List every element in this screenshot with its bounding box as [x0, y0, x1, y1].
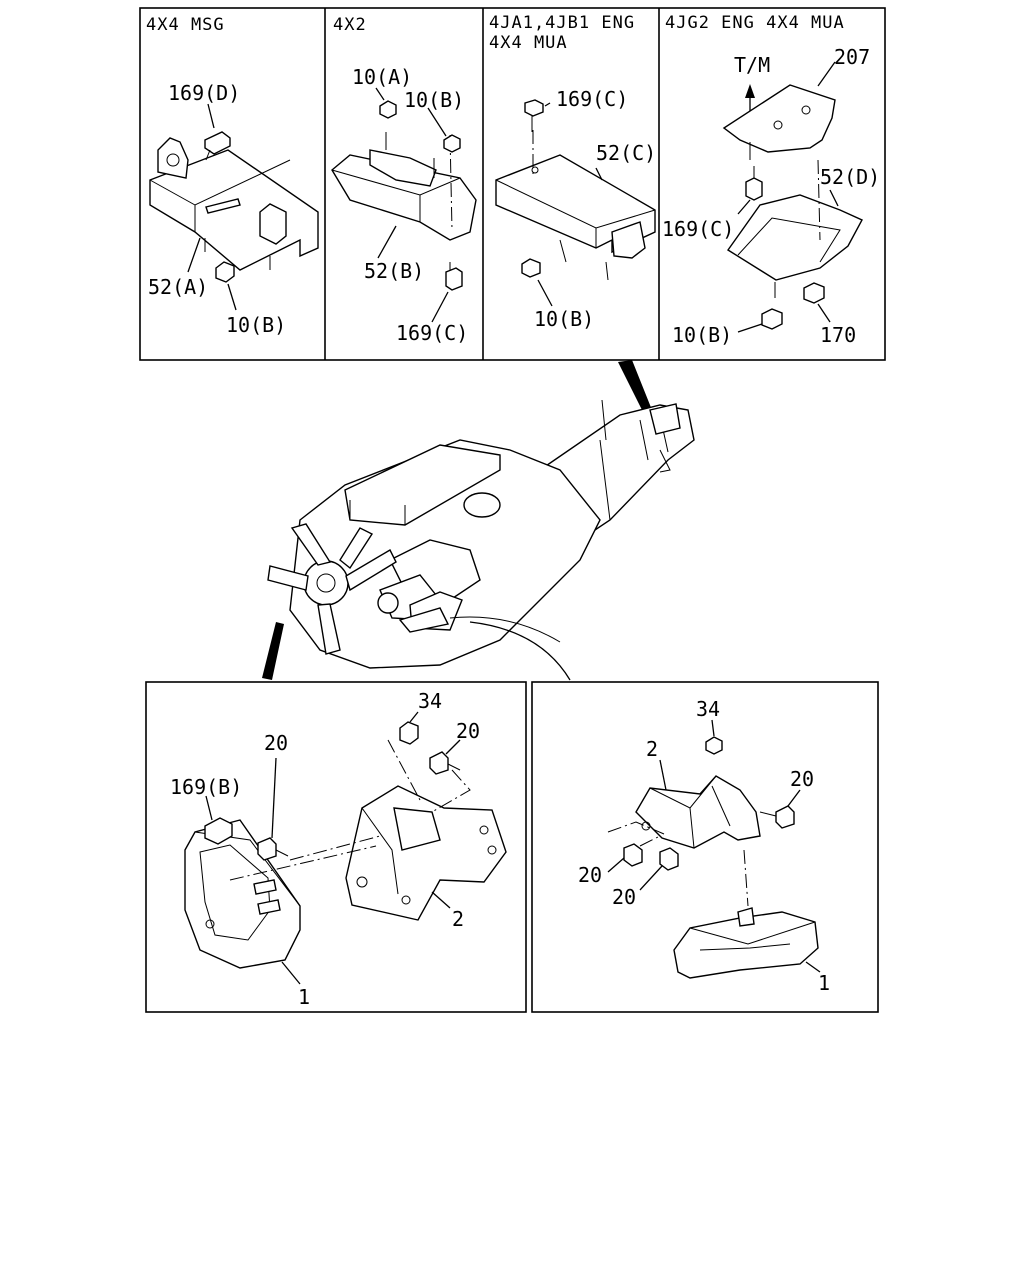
panel-4x4-msg: 4X4 MSG 169(D) 52(A) 10(B) [146, 15, 319, 337]
panel-3-header-line-1: 4JA1,4JB1 ENG [489, 13, 635, 33]
bolt-20-icon [659, 847, 679, 871]
bracket-2-left [345, 785, 507, 921]
label-169c-p4: 169(C) [662, 217, 734, 241]
mount-52d [726, 159, 863, 298]
bracket-207 [722, 84, 836, 160]
label-52c: 52(C) [596, 141, 656, 165]
mount-bracket-52a [149, 137, 319, 271]
nut-10a-icon [379, 100, 397, 119]
label-169d: 169(D) [168, 81, 240, 105]
nut-10b-icon [761, 308, 783, 330]
pointer-top-icon [618, 360, 652, 414]
label-1-right: 1 [818, 971, 830, 995]
bolt-169b-icon [204, 817, 233, 845]
bolt-20-icon [623, 843, 643, 867]
mount-1-right [673, 849, 819, 979]
panel-4jg2-4x4-mua: 4JG2 ENG 4X4 MUA [662, 13, 880, 347]
label-2-left: 2 [452, 907, 464, 931]
label-207: 207 [834, 45, 870, 69]
panel-bottom-left: 34 20 20 169(B) 2 1 [145, 681, 527, 1013]
label-2-right: 2 [646, 737, 658, 761]
label-34-right: 34 [696, 697, 720, 721]
nut-34-icon [399, 721, 419, 745]
panel-3-header-line-2: 4X4 MUA [489, 33, 568, 53]
mount-bracket-52c [495, 130, 656, 281]
label-169c-p2: 169(C) [396, 321, 468, 345]
mount-1-left [184, 819, 301, 969]
label-52d: 52(D) [820, 165, 880, 189]
pointer-left-icon [262, 622, 284, 680]
label-20-right-a: 20 [790, 767, 814, 791]
panel-2-header: 4X2 [333, 15, 367, 35]
label-169b: 169(B) [170, 775, 242, 799]
nut-10b-icon [521, 258, 541, 278]
panel-bottom-right: 34 2 20 20 20 1 [531, 681, 879, 1013]
label-52a: 52(A) [148, 275, 208, 299]
bracket-2-right [635, 775, 761, 849]
bolt-20-icon [257, 837, 289, 861]
bolt-169d-icon [204, 131, 231, 161]
nut-10b-icon [215, 261, 235, 283]
label-10b-p3: 10(B) [534, 307, 594, 331]
label-10a: 10(A) [352, 65, 412, 89]
bolt-169c-icon [745, 166, 763, 201]
label-20-right-b: 20 [578, 863, 602, 887]
label-34-left: 34 [418, 689, 442, 713]
label-tm: T/M [734, 53, 770, 77]
nut-10b-icon [443, 134, 461, 153]
bolt-20-icon [429, 751, 461, 775]
label-20-left-a: 20 [456, 719, 480, 743]
label-169c-p3: 169(C) [556, 87, 628, 111]
engine-transmission-assembly [262, 360, 695, 681]
label-10b-p2: 10(B) [404, 88, 464, 112]
label-52b: 52(B) [364, 259, 424, 283]
panel-1-header: 4X4 MSG [146, 15, 225, 35]
bolt-169c-icon [524, 99, 544, 132]
label-10b-p1: 10(B) [226, 313, 286, 337]
label-170: 170 [820, 323, 856, 347]
top-panels-frame [139, 7, 886, 361]
label-20-right-c: 20 [612, 885, 636, 909]
label-10b-p4: 10(B) [672, 323, 732, 347]
label-20-left-b: 20 [264, 731, 288, 755]
nut-170-icon [803, 282, 825, 304]
bolt-20-icon [759, 805, 795, 829]
panel-4ja1-4jb1-4x4-mua: 4JA1,4JB1 ENG 4X4 MUA 169(C) 52(C) 10(B) [489, 13, 656, 331]
panel-4-header: 4JG2 ENG 4X4 MUA [665, 13, 845, 33]
panel-4x2: 4X2 10(A) 10(B) 52(B) 169(C) [331, 15, 477, 345]
label-1-left: 1 [298, 985, 310, 1009]
mount-bracket-52b [331, 132, 477, 241]
bolt-169c-icon [445, 262, 463, 291]
nut-34-icon [705, 736, 723, 755]
